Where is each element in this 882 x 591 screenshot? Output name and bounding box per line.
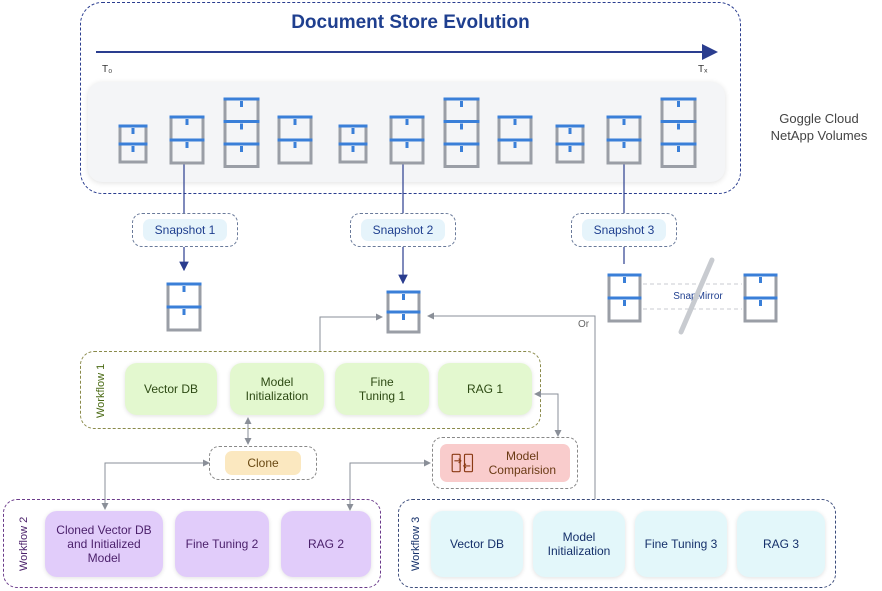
document-cabinet-icon [389, 115, 425, 165]
workflow-1-container [80, 351, 541, 429]
workflow-3-model-initialization[interactable]: Model Initialization [533, 511, 625, 577]
workflow-1-fine-tuning[interactable]: Fine Tuning 1 [335, 363, 429, 415]
document-cabinet-icon [555, 124, 585, 164]
snapshot-2-label: Snapshot 2 [360, 219, 446, 241]
storage-label: Goggle Cloud NetApp Volumes [770, 111, 868, 143]
document-cabinet-icon [606, 115, 642, 165]
workflow-3-container [398, 499, 836, 588]
model-comparison[interactable]: Model Comparision [432, 437, 578, 489]
workflow-3-vector-db[interactable]: Vector DB [431, 511, 523, 577]
timeline-start-label: T₀ [102, 64, 113, 75]
workflow-1-model-initialization[interactable]: Model Initialization [230, 363, 324, 415]
document-cabinet-icon [223, 97, 260, 168]
model-comparison-box: Model Comparision [440, 444, 570, 482]
page-title: Document Store Evolution [291, 12, 530, 33]
timeline-end-label: Tₓ [698, 64, 708, 75]
snapshot-3-cabinet-icon [607, 273, 642, 323]
snapmirror-slash [678, 257, 715, 335]
workflow-2-fine-tuning[interactable]: Fine Tuning 2 [175, 511, 269, 577]
workflow-1-rag[interactable]: RAG 1 [438, 363, 532, 415]
file-cabinets [118, 97, 778, 334]
document-cabinet-icon [118, 124, 148, 164]
workflow-2-cloned-vector-db[interactable]: Cloned Vector DB and Initialized Model [45, 511, 163, 577]
workflow-3-rag[interactable]: RAG 3 [737, 511, 825, 577]
snapshot-1[interactable]: Snapshot 1 [132, 213, 238, 247]
clone-label: Clone [225, 451, 301, 475]
snapshot-2-cabinet-icon [386, 290, 421, 334]
document-cabinet-icon [277, 115, 313, 165]
model-comparison-label: Model Comparision [488, 449, 556, 477]
document-cabinet-icon [497, 115, 533, 165]
snapshot-1-label: Snapshot 1 [142, 219, 228, 241]
workflow-3-fine-tuning[interactable]: Fine Tuning 3 [635, 511, 727, 577]
document-cabinet-icon [338, 124, 368, 164]
snapshot-3[interactable]: Snapshot 3 [571, 213, 677, 247]
workflow-1-vector-db[interactable]: Vector DB [125, 363, 217, 415]
compare-icon [451, 453, 474, 473]
document-store-panel [88, 82, 725, 182]
document-cabinet-icon [169, 115, 205, 165]
clone-step[interactable]: Clone [209, 446, 317, 480]
snapshot-2[interactable]: Snapshot 2 [350, 213, 456, 247]
snapshot-3-label: Snapshot 3 [581, 219, 667, 241]
snapmirror-cabinet-icon [743, 273, 778, 323]
document-store-container [80, 2, 741, 194]
snapshot-1-cabinet-icon [166, 282, 202, 332]
document-cabinet-icon [443, 97, 480, 168]
or-label: Or [578, 319, 590, 330]
workflow-2-rag[interactable]: RAG 2 [281, 511, 371, 577]
document-cabinet-icon [660, 97, 697, 168]
